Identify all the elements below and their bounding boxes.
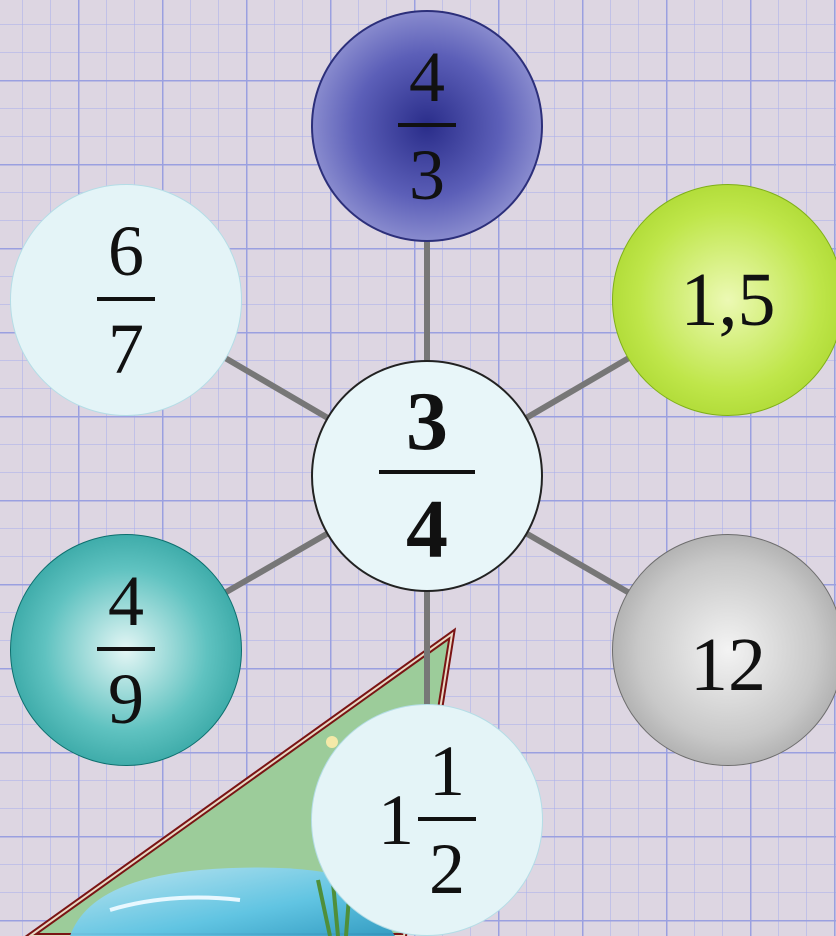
flower-icon (326, 736, 338, 748)
denominator: 7 (108, 309, 144, 389)
denominator: 2 (429, 829, 465, 909)
integer-value: 12 (690, 622, 766, 707)
numerator: 6 (108, 211, 144, 291)
fraction-bar (379, 470, 475, 474)
node-center: 3 4 (311, 360, 543, 592)
node-bottom: 1 1 2 (311, 704, 543, 936)
denominator: 9 (108, 659, 144, 739)
numerator: 4 (409, 37, 445, 117)
numerator: 1 (429, 731, 465, 811)
whole-part: 1 (378, 779, 414, 860)
fraction-four-thirds: 4 3 (398, 41, 456, 211)
fraction-bar (418, 817, 476, 821)
fraction-six-sevenths: 6 7 (97, 215, 155, 385)
fraction-bar (97, 647, 155, 651)
node-upper-right: 1,5 (612, 184, 836, 416)
fraction-bar (97, 297, 155, 301)
pond-water (70, 867, 395, 936)
fraction-part: 1 2 (418, 735, 476, 905)
fraction-three-quarters: 3 4 (379, 380, 475, 572)
numerator: 3 (406, 375, 448, 468)
numerator: 4 (108, 561, 144, 641)
node-lower-right: 12 (612, 534, 836, 766)
node-lower-left: 4 9 (10, 534, 242, 766)
denominator: 4 (406, 483, 448, 576)
node-top: 4 3 (311, 10, 543, 242)
decimal-value: 1,5 (680, 257, 776, 342)
node-upper-left: 6 7 (10, 184, 242, 416)
mixed-number-one-and-a-half: 1 1 2 (378, 735, 476, 905)
fraction-bar (398, 123, 456, 127)
fraction-four-ninths: 4 9 (97, 565, 155, 735)
denominator: 3 (409, 135, 445, 215)
